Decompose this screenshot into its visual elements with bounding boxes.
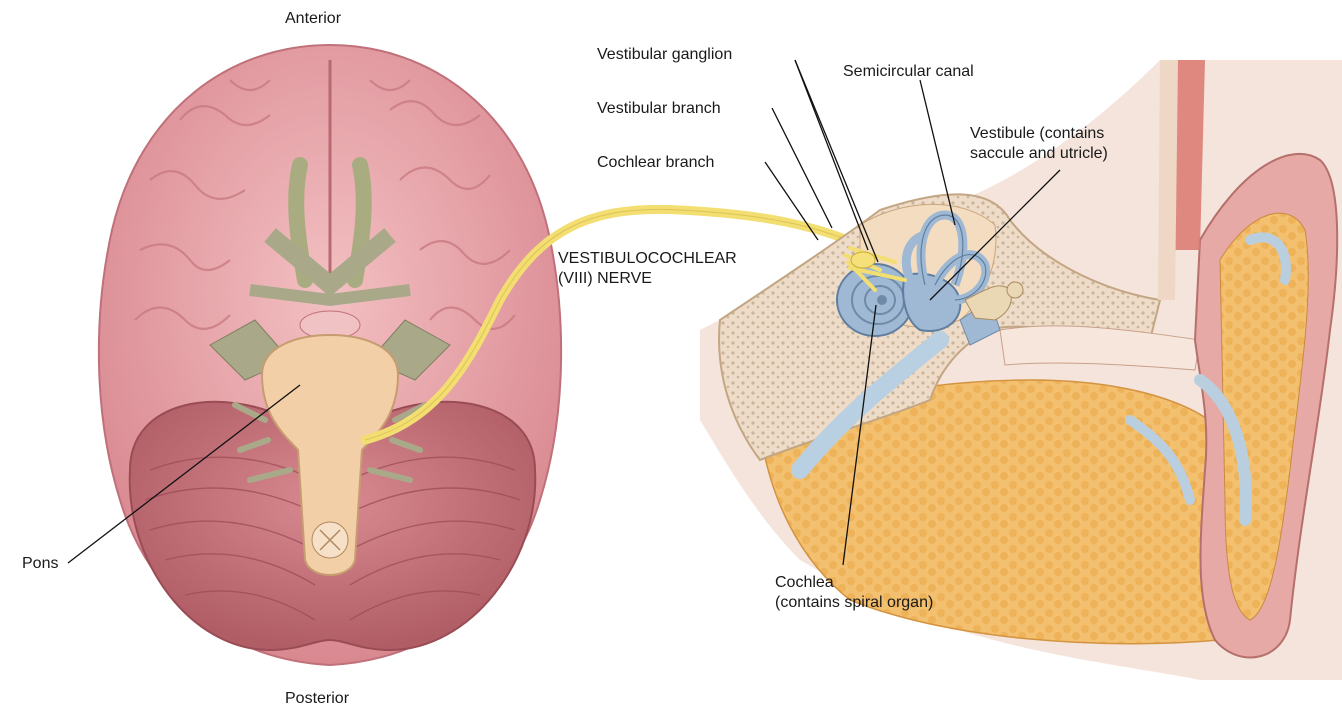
- label-vestibular-ganglion: Vestibular ganglion: [597, 45, 732, 65]
- label-vestibular-branch: Vestibular branch: [597, 99, 721, 119]
- label-vestibule: Vestibule (contains saccule and utricle): [970, 124, 1108, 164]
- cochlea-label-line2: (contains spiral organ): [775, 593, 933, 613]
- label-posterior: Posterior: [285, 689, 349, 709]
- vestibule-label-line2: saccule and utricle): [970, 144, 1108, 164]
- nerve-label-line2: (VIII) NERVE: [558, 269, 737, 289]
- vestibule-label-line1: Vestibule (contains: [970, 124, 1108, 144]
- label-pons: Pons: [22, 554, 58, 574]
- cochlea-label-line1: Cochlea: [775, 573, 933, 593]
- nerve-label-line1: VESTIBULOCOCHLEAR: [558, 249, 737, 269]
- label-cochlear-branch: Cochlear branch: [597, 153, 714, 173]
- label-anterior: Anterior: [285, 9, 341, 29]
- brain-inferior-view: [99, 45, 561, 665]
- label-vestibulocochlear-nerve: VESTIBULOCOCHLEAR (VIII) NERVE: [558, 249, 737, 289]
- label-cochlea: Cochlea (contains spiral organ): [775, 573, 933, 613]
- label-semicircular-canal: Semicircular canal: [843, 62, 974, 82]
